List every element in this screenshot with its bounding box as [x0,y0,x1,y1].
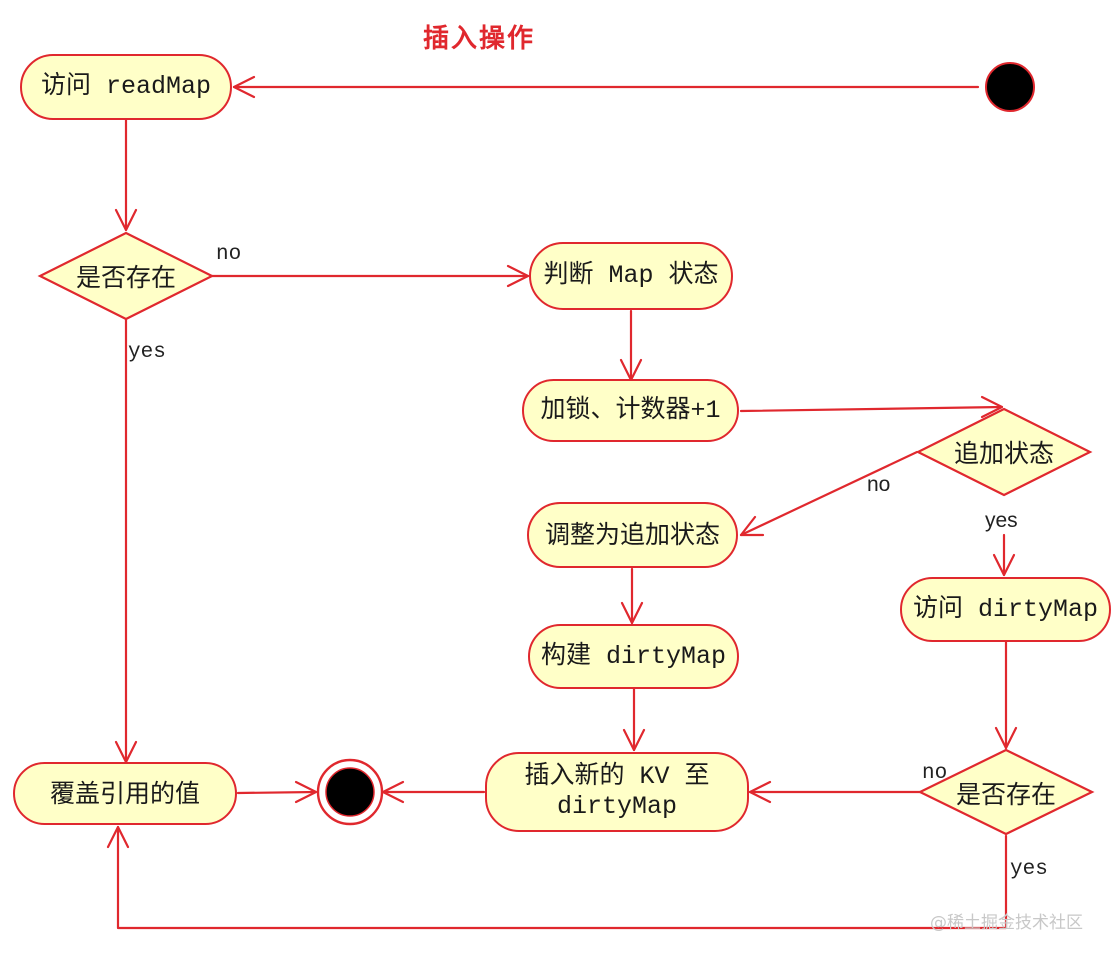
node-check-map-state: 判断 Map 状态 [529,242,733,310]
edge-label-top-yes: yes [128,341,166,364]
node-overwrite-value: 覆盖引用的值 [13,762,237,825]
arrowhead [992,553,1016,577]
edge-label-append-yes: yes [985,509,1018,532]
arrowhead [994,726,1018,750]
decision-append-state [915,407,1093,497]
watermark: @稀土掘金技术社区 [930,913,1083,933]
arrowhead [748,780,772,804]
node-visit-dirtymap: 访问 dirtyMap [900,577,1111,642]
node-visit-readmap: 访问 readMap [20,54,232,120]
diagram-title: 插入操作 [423,24,536,54]
arrowhead [980,395,1004,419]
arrowhead [114,208,138,232]
decision-exists-top [37,231,215,321]
decision-exists-bottom [917,748,1095,836]
edge-overwrite-to-end [236,790,318,795]
edge-label-bottom-yes: yes [1010,858,1048,881]
arrowhead [232,75,256,99]
arrowhead [622,728,646,752]
node-build-dirtymap: 构建 dirtyMap [528,624,739,689]
node-insert-kv-line2: dirtyMap [556,792,678,821]
edge-label-bottom-no: no [922,762,948,785]
node-lock-counter: 加锁、计数器+1 [522,379,739,442]
edge-append-no [739,450,919,537]
arrowhead [106,825,130,849]
decision-exists-top-label: 是否存在 [75,263,176,292]
edge-label-append-no: no [867,473,891,496]
edge-label-top-no: no [216,243,242,266]
node-adjust-append-state: 调整为追加状态 [527,502,738,568]
node-insert-kv: 插入新的 KV 至 dirtyMap [485,752,749,832]
arrowhead [294,780,318,804]
edge-lock-to-append-state [739,405,1004,413]
start-node [985,62,1035,112]
arrowhead [506,264,530,288]
arrowhead [739,515,765,537]
node-insert-kv-line1: 插入新的 KV 至 [524,762,710,791]
edge-exists-bottom-yes [116,825,1008,930]
end-node-core [325,767,375,817]
arrowhead [620,601,644,625]
decision-exists-bottom-label: 是否存在 [955,780,1056,809]
decision-append-state-label: 追加状态 [953,439,1054,468]
